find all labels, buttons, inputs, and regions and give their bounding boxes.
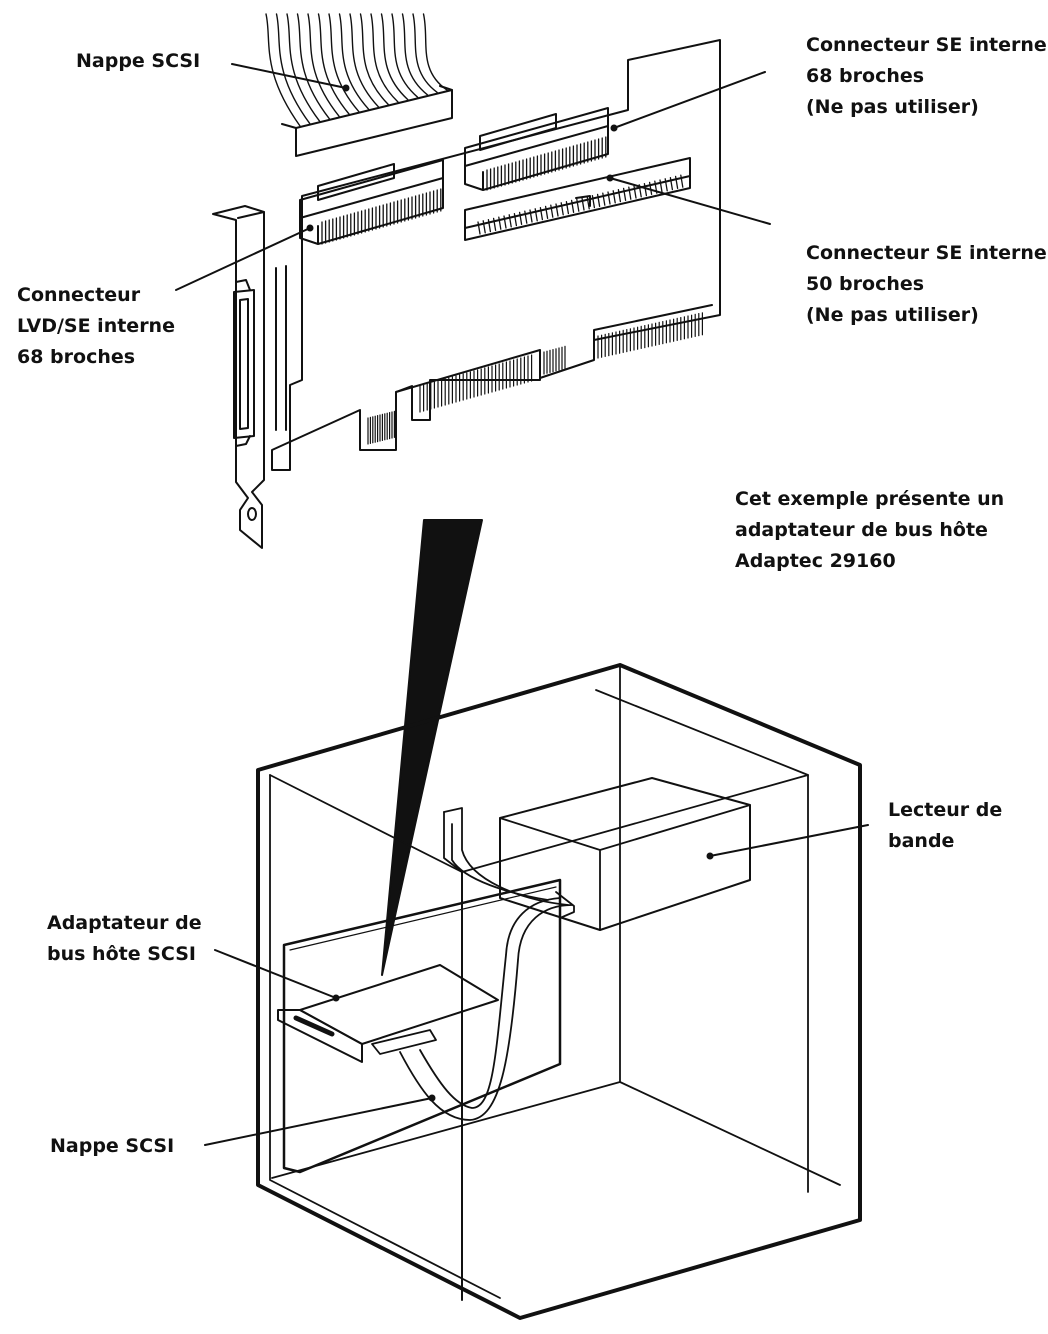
label-connecteur-se-50: Connecteur SE interne 50 broches (Ne pas… <box>806 242 1047 326</box>
label-connecteur-se-68: Connecteur SE interne 68 broches (Ne pas… <box>806 34 1047 118</box>
lvd-se-68pin-connector <box>299 159 444 245</box>
scsi-ribbon-cable-internal <box>399 807 575 1121</box>
callout-dots <box>306 84 714 1102</box>
mounting-bracket <box>212 205 287 549</box>
label-example-note: Cet exemple présente un adaptateur de bu… <box>735 488 1005 572</box>
zoom-callout-wedge <box>381 519 483 976</box>
label-lecteur-de-bande: Lecteur de bande <box>888 799 1003 852</box>
se-68pin-connector <box>464 107 609 191</box>
motherboard <box>282 878 562 1174</box>
callout-leaders <box>175 63 869 1146</box>
card-edge-contacts <box>367 312 704 445</box>
host-adapter-card <box>271 39 721 471</box>
label-nappe-scsi-top: Nappe SCSI <box>76 50 201 72</box>
se-50pin-connector <box>464 157 691 241</box>
label-adaptateur-bus-hote: Adaptateur de bus hôte SCSI <box>47 912 202 965</box>
scsi-ribbon-cable-top <box>265 13 453 157</box>
tape-drive <box>499 777 751 931</box>
label-nappe-scsi-bottom: Nappe SCSI <box>50 1135 175 1157</box>
label-connecteur-lvd-se: Connecteur LVD/SE interne 68 broches <box>17 284 175 368</box>
installed-host-adapter <box>277 964 499 1063</box>
